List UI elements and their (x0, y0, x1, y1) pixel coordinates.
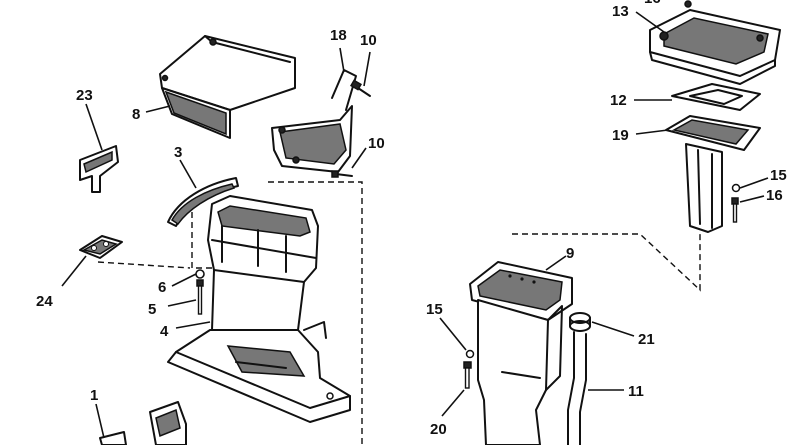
leader-lines (61, 11, 769, 439)
callout-23: 23 (76, 87, 93, 104)
callout-21: 21 (638, 331, 655, 348)
part-8-cover (159, 35, 296, 139)
callout-16-top: 16 (644, 0, 661, 7)
callout-15-left: 15 (426, 301, 443, 318)
part-9-exhaust-tube (469, 261, 573, 445)
part-11-water-tube (567, 331, 587, 445)
callout-6: 6 (158, 279, 166, 296)
part-15-washer-right (731, 183, 741, 193)
part-18-bracket (271, 69, 357, 173)
part-13-adapter (649, 0, 781, 85)
callout-3: 3 (174, 144, 182, 161)
callout-10-upper: 10 (360, 32, 377, 49)
callout-24: 24 (36, 293, 53, 310)
part-19-tube-housing (665, 115, 761, 233)
part-24-plate (79, 235, 123, 259)
callout-11: 11 (628, 383, 644, 400)
part-16-bolt-right (731, 197, 739, 223)
callout-19: 19 (612, 127, 629, 144)
callout-12: 12 (610, 92, 627, 109)
callout-1: 1 (90, 387, 98, 404)
callout-18: 18 (330, 27, 347, 44)
callout-10-lower: 10 (368, 135, 385, 152)
part-1-lower-block (99, 401, 187, 445)
callout-20: 20 (430, 421, 447, 438)
callout-13: 13 (612, 3, 629, 20)
part-3-seal (167, 177, 239, 227)
part-5-bolt (196, 279, 204, 315)
callout-16-right: 16 (766, 187, 783, 204)
part-21-grommet (569, 312, 591, 332)
callout-15-right: 15 (770, 167, 787, 184)
part-6-washer (195, 269, 205, 279)
part-23-clip (79, 145, 119, 193)
callout-9: 9 (566, 245, 574, 262)
part-15-washer-left (465, 349, 475, 359)
part-4-housing (167, 195, 351, 423)
part-20-bolt (463, 361, 472, 389)
part-10-screw-lower (331, 170, 353, 178)
callout-5: 5 (148, 301, 156, 318)
part-10-screw-upper (350, 79, 371, 97)
callout-8: 8 (132, 106, 140, 123)
callout-4: 4 (160, 323, 169, 340)
dashed-reference-lines (97, 181, 701, 445)
part-12-gasket (671, 83, 761, 111)
callouts: 8 23 3 18 10 10 24 6 5 4 1 16 13 12 19 1… (36, 0, 787, 438)
